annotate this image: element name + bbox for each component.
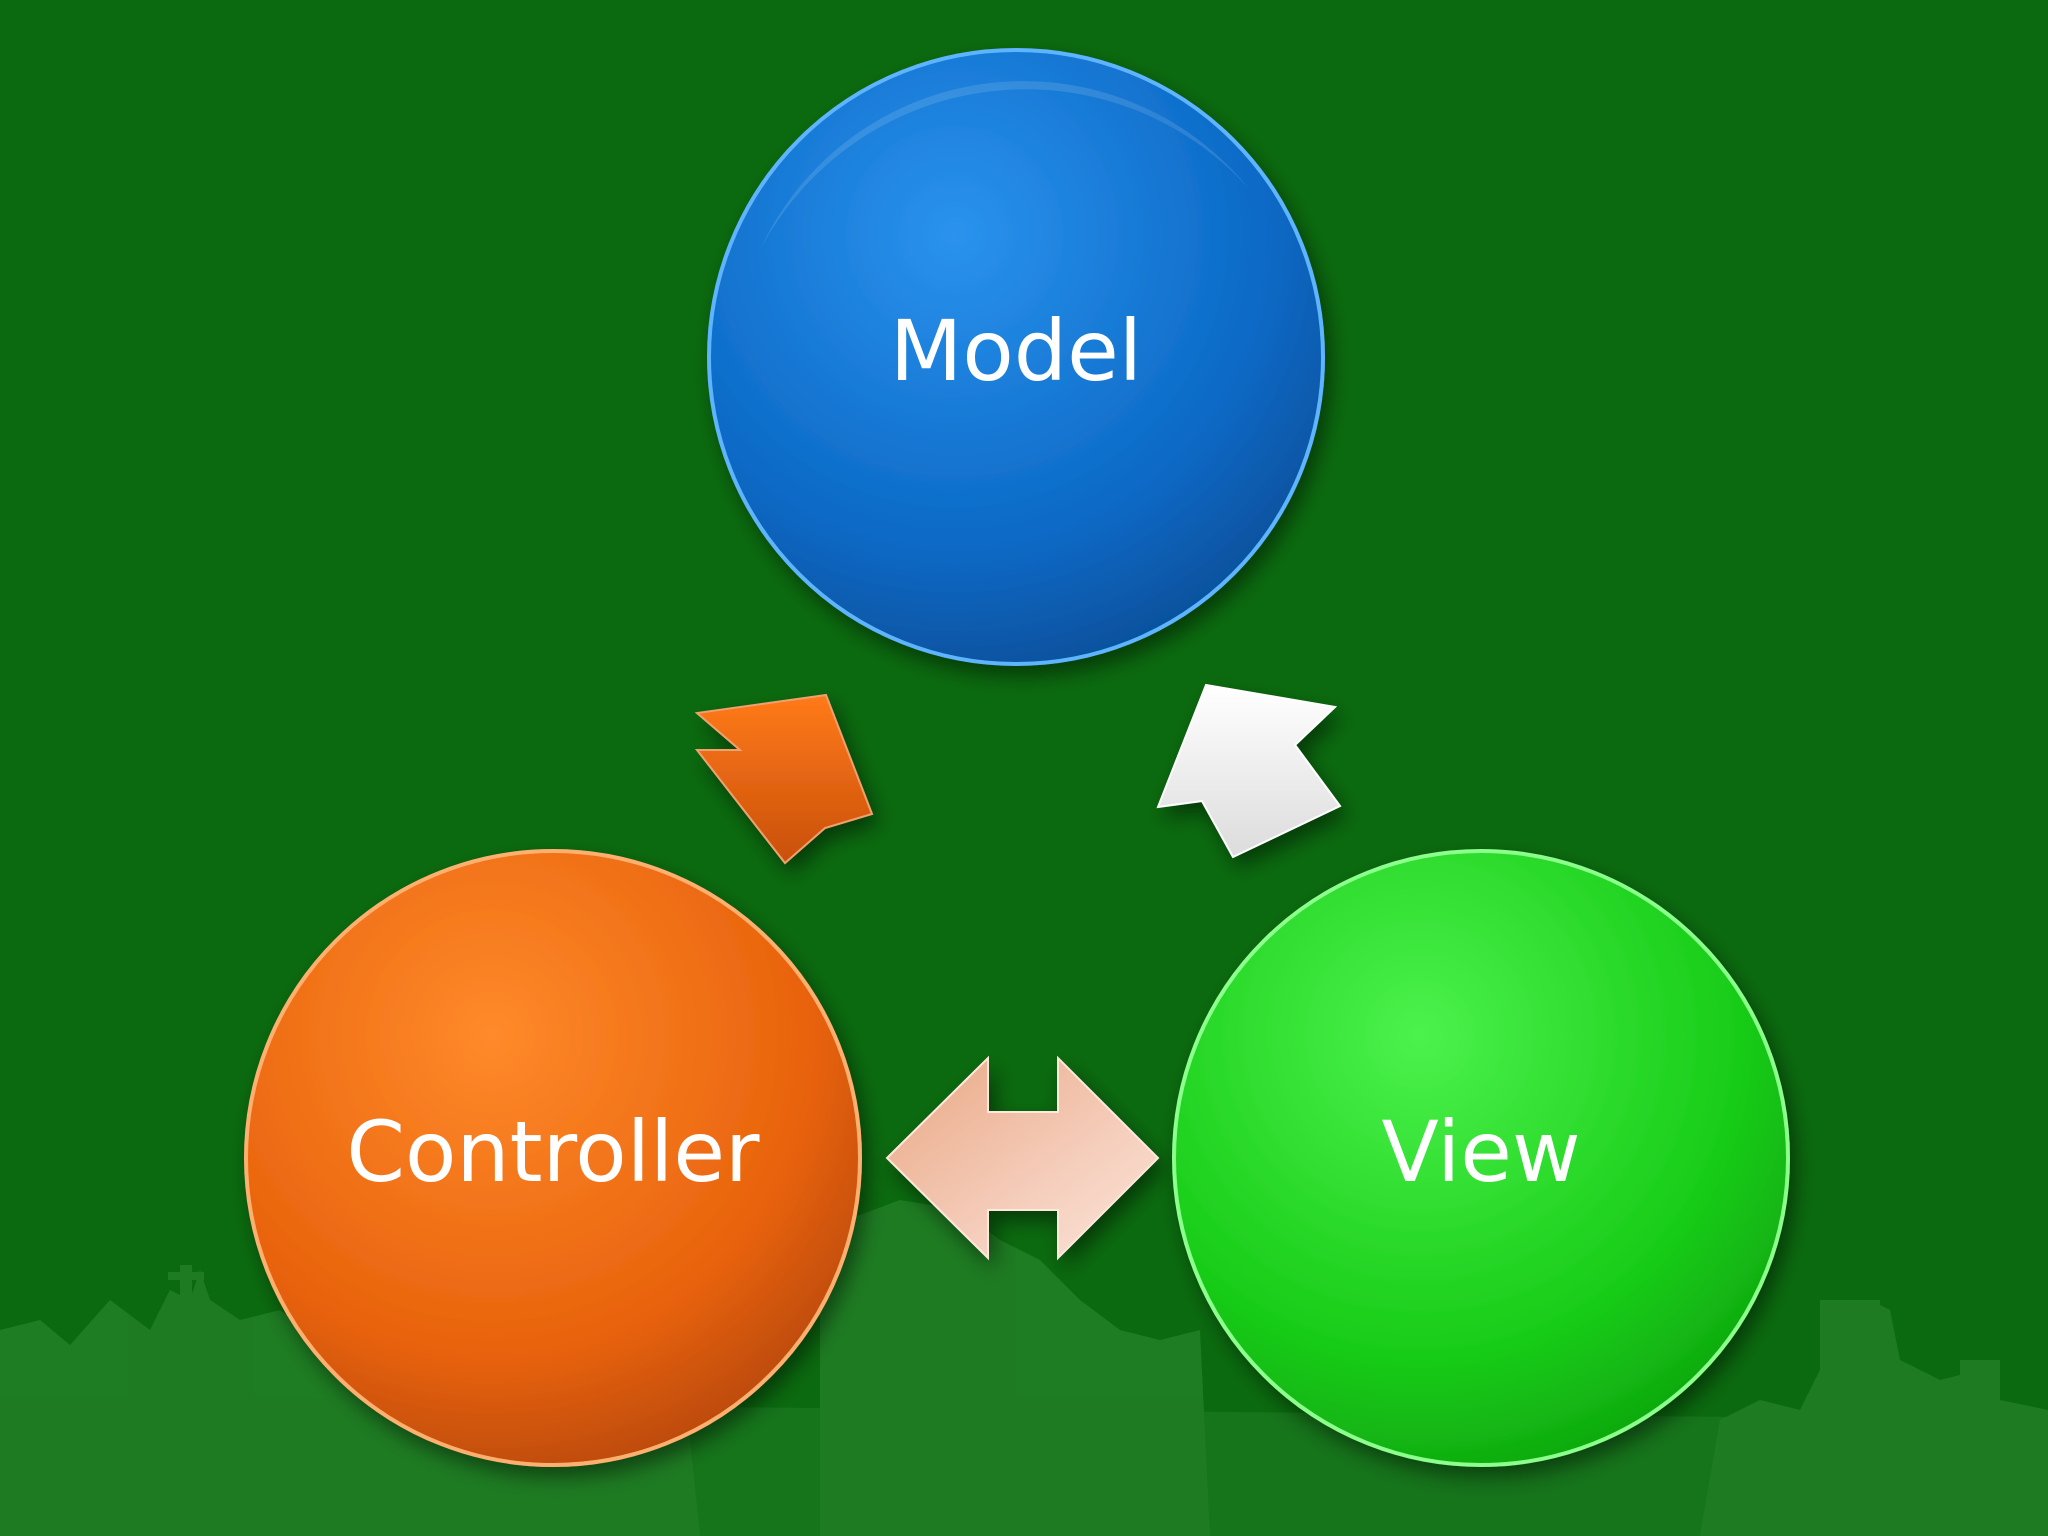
model-highlight (760, 81, 1250, 250)
model-circle (707, 48, 1325, 666)
node-view: View (1172, 849, 1790, 1467)
arrow-view-to-model (1156, 683, 1342, 859)
double-arrow-icon (885, 1055, 1160, 1261)
controller-circle (244, 849, 862, 1467)
arrow-controller-view (885, 1055, 1160, 1261)
node-model: Model (707, 48, 1325, 666)
node-controller: Controller (244, 849, 862, 1467)
controller-label: Controller (346, 1103, 760, 1201)
arrow-controller-to-model (694, 693, 874, 865)
model-label: Model (890, 302, 1142, 400)
arrow-up-left-icon (1156, 683, 1342, 859)
arrow-up-right-icon (694, 693, 874, 865)
view-label: View (1381, 1103, 1580, 1201)
view-circle (1172, 849, 1790, 1467)
